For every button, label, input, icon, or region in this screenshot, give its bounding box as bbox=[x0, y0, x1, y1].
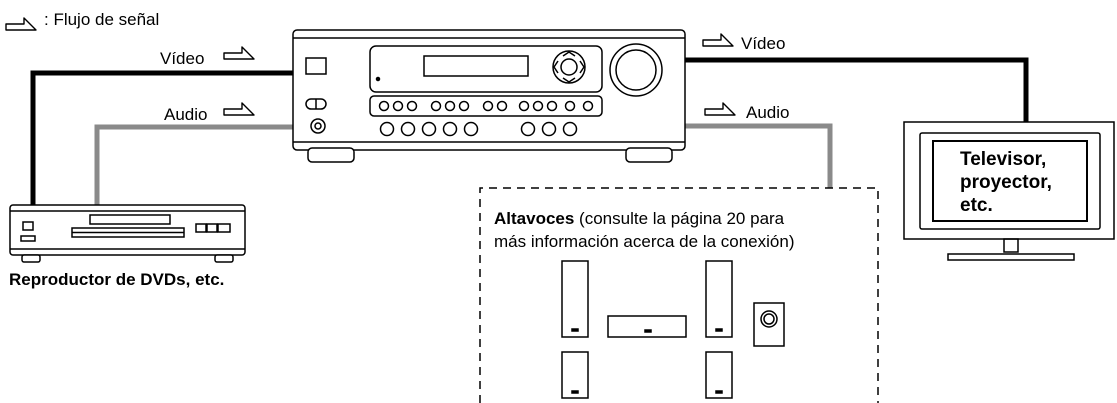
speakers-desc-2: más información acerca de la conexión) bbox=[494, 232, 795, 251]
speakers-desc-1: (consulte la página 20 para bbox=[574, 209, 785, 228]
speakers-caption-line-1: Altavoces (consulte la página 20 para bbox=[494, 207, 884, 230]
speakers-group bbox=[479, 187, 879, 403]
video-cable-dvd bbox=[30, 70, 293, 205]
speaker-audio-label: Audio bbox=[746, 103, 790, 122]
dvd-player bbox=[9, 204, 246, 263]
audio-flow-arrow-icon bbox=[223, 102, 255, 116]
source-device-label: Reproductor de DVDs, etc. bbox=[9, 270, 225, 289]
display-line-3: etc. bbox=[960, 195, 993, 216]
video-out-arrow-icon bbox=[702, 33, 734, 47]
audio-out-arrow-icon bbox=[704, 102, 736, 116]
video-flow-arrow-icon bbox=[223, 46, 255, 60]
av-receiver bbox=[292, 29, 686, 163]
dvd-video-label: Vídeo bbox=[160, 49, 205, 68]
speakers-title: Altavoces bbox=[494, 209, 575, 228]
television bbox=[903, 121, 1115, 261]
dvd-audio-label: Audio bbox=[164, 105, 208, 124]
display-line-2: proyector, bbox=[960, 172, 1052, 193]
display-device-label: Televisor, proyector, etc. bbox=[960, 148, 1090, 217]
legend-text: : Flujo de señal bbox=[44, 10, 160, 29]
tv-video-label: Vídeo bbox=[741, 34, 786, 53]
audio-cable-speakers bbox=[685, 123, 833, 188]
display-line-1: Televisor, bbox=[960, 149, 1047, 170]
audio-cable-dvd bbox=[94, 124, 293, 205]
signal-flow-arrow-icon bbox=[5, 17, 37, 31]
speakers-caption: Altavoces (consulte la página 20 para má… bbox=[494, 207, 884, 253]
video-cable-tv bbox=[685, 57, 1029, 122]
